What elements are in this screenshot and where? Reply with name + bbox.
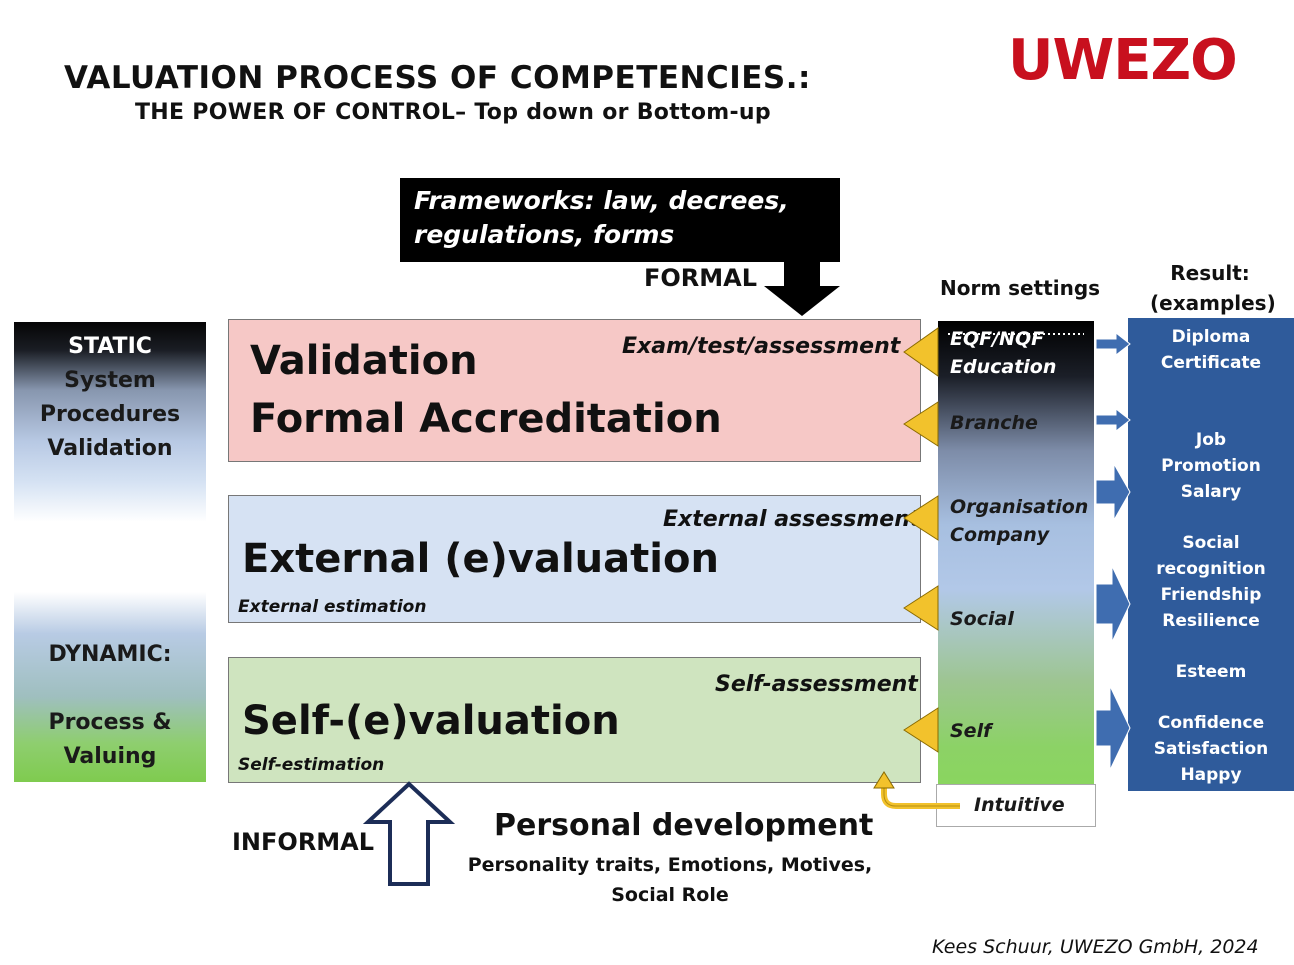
uwezo-logo: UWEZO — [1008, 28, 1238, 93]
result-promotion: Promotion — [1161, 456, 1261, 476]
norm-self: Self — [950, 720, 992, 742]
result-satisfaction: Satisfaction — [1153, 739, 1269, 759]
validation-box — [228, 319, 921, 462]
personal-development-line-2: Social Role — [611, 884, 729, 906]
self-evaluation-title: Self-(e)valuation — [242, 698, 620, 744]
result-certificate: Certificate — [1160, 353, 1262, 373]
triangle-self — [903, 707, 939, 753]
norm-education: Education — [950, 356, 1057, 378]
static-title: STATIC — [68, 334, 152, 359]
norm-social: Social — [950, 608, 1014, 630]
personal-development-line-1: Personality traits, Emotions, Motives, — [467, 854, 873, 876]
external-assessment-label: External assessment — [663, 507, 921, 532]
result-header: Result: (examples) — [1150, 258, 1276, 318]
result-recognition: recognition — [1156, 559, 1266, 579]
formal-down-arrow — [764, 260, 840, 316]
result-happy: Happy — [1180, 765, 1242, 785]
result-arrow-5 — [1095, 685, 1131, 771]
result-arrow-3 — [1095, 462, 1131, 522]
result-social: Social — [1182, 533, 1240, 553]
frameworks-line-2: regulations, forms — [414, 220, 675, 249]
external-evaluation-title: External (e)valuation — [242, 536, 719, 582]
static-item-validation: Validation — [47, 436, 173, 461]
triangle-eqf — [903, 327, 939, 377]
norm-settings-column — [938, 321, 1094, 784]
frameworks-box: Frameworks: law, decrees, regulations, f… — [400, 178, 840, 262]
triangle-branche — [903, 401, 939, 447]
dynamic-item-valuing: Valuing — [63, 744, 157, 769]
norm-branche: Branche — [950, 412, 1038, 434]
result-arrow-2 — [1095, 407, 1131, 433]
result-diploma: Diploma — [1171, 327, 1251, 347]
informal-up-arrow — [362, 781, 456, 886]
result-arrow-1 — [1095, 331, 1131, 357]
dynamic-title: DYNAMIC: — [48, 642, 172, 667]
result-confidence: Confidence — [1157, 713, 1265, 733]
triangle-social — [903, 585, 939, 631]
norm-company: Company — [950, 524, 1050, 546]
external-estimation-label: External estimation — [238, 597, 427, 617]
norm-settings-header: Norm settings — [940, 276, 1101, 300]
result-header-line-2: (examples) — [1150, 291, 1276, 315]
static-gradient-box — [14, 322, 206, 522]
dynamic-item-process: Process & — [48, 710, 172, 735]
intuitive-box — [936, 784, 1096, 827]
intuitive-arrow-head — [873, 771, 895, 789]
intuitive-return-arrow — [881, 786, 960, 809]
result-column — [1128, 318, 1294, 791]
formal-accreditation-title: Formal Accreditation — [250, 396, 722, 442]
dynamic-gradient-box — [14, 592, 206, 782]
static-item-procedures: Procedures — [39, 402, 181, 427]
external-evaluation-box — [228, 495, 921, 623]
informal-label: INFORMAL — [232, 828, 375, 856]
formal-label: FORMAL — [644, 264, 758, 292]
result-arrow-4 — [1095, 565, 1131, 643]
personal-development-details: Personality traits, Emotions, Motives, S… — [460, 850, 880, 910]
result-job: Job — [1195, 430, 1227, 450]
validation-title: Validation — [250, 338, 478, 384]
result-header-line-1: Result: — [1170, 261, 1250, 285]
self-evaluation-box — [228, 657, 921, 783]
triangle-organisation — [903, 495, 939, 541]
page-title: VALUATION PROCESS OF COMPETENCIES.: — [64, 60, 811, 96]
exam-test-assessment-label: Exam/test/assessment — [622, 334, 901, 359]
result-friendship: Friendship — [1160, 585, 1262, 605]
norm-organisation: Organisation — [950, 496, 1089, 518]
page-subtitle: THE POWER OF CONTROL– Top down or Bottom… — [135, 100, 771, 125]
result-resilience: Resilience — [1162, 611, 1260, 631]
result-salary: Salary — [1180, 482, 1242, 502]
frameworks-line-1: Frameworks: law, decrees, — [414, 186, 789, 215]
result-esteem: Esteem — [1175, 662, 1247, 682]
author-credit: Kees Schuur, UWEZO GmbH, 2024 — [932, 936, 1259, 958]
personal-development-title: Personal development — [494, 808, 874, 843]
norm-intuitive: Intuitive — [974, 794, 1065, 816]
static-item-system: System — [64, 368, 156, 393]
self-assessment-label: Self-assessment — [715, 672, 918, 697]
self-estimation-label: Self-estimation — [238, 755, 385, 775]
